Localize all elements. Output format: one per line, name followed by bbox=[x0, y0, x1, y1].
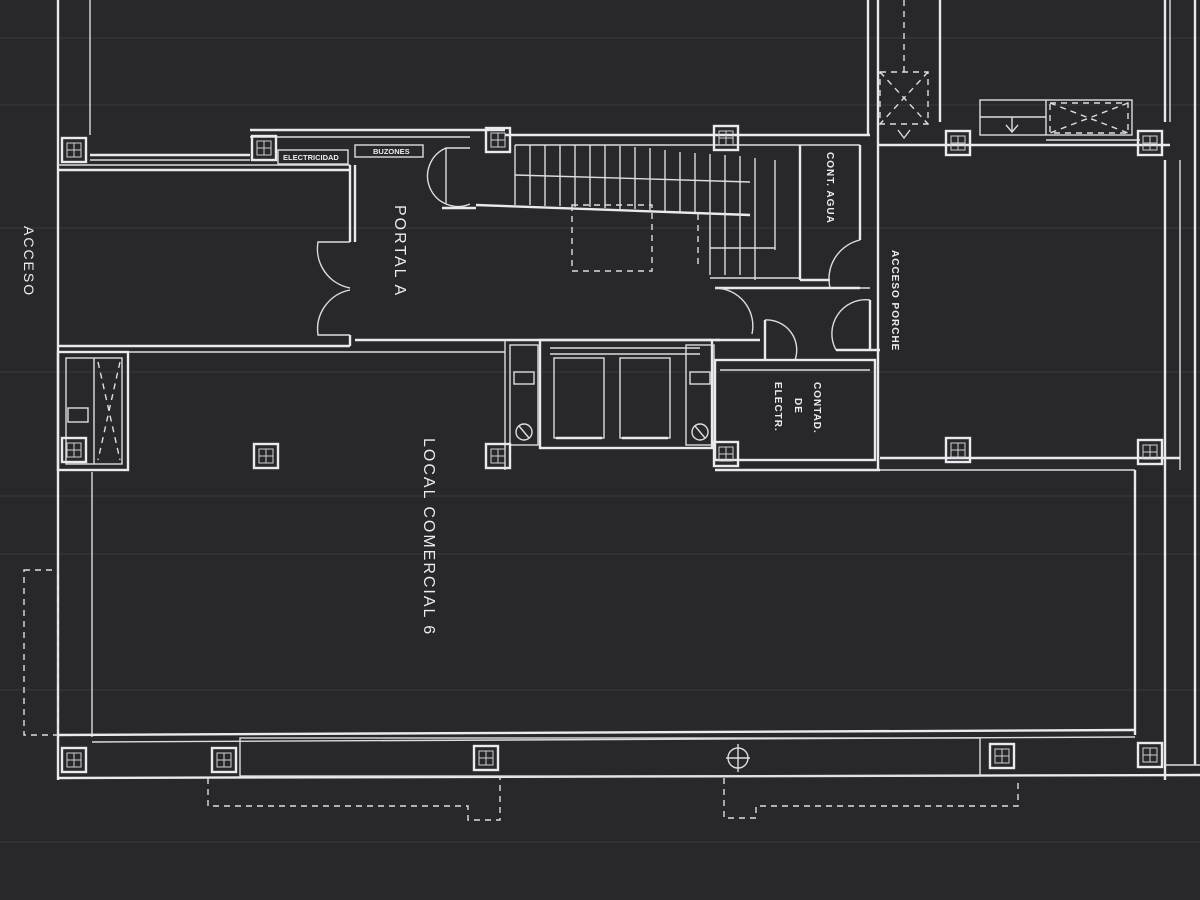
bottom-facade bbox=[57, 728, 1200, 821]
right-walls bbox=[866, 0, 1200, 780]
column-marker bbox=[944, 129, 972, 157]
column-marker bbox=[484, 126, 512, 154]
column-marker bbox=[60, 136, 88, 164]
column-marker bbox=[60, 436, 88, 464]
column-marker bbox=[712, 440, 740, 468]
cont-agua-room bbox=[798, 144, 870, 289]
contad-electr-room bbox=[713, 358, 880, 472]
column-marker bbox=[1136, 129, 1164, 157]
scan-lines bbox=[0, 37, 1200, 843]
elevator-block bbox=[509, 338, 715, 450]
label-electricidad: ELECTRICIDAD bbox=[283, 153, 339, 162]
left-shaft bbox=[56, 350, 130, 472]
label-portal: PORTAL A bbox=[391, 205, 408, 297]
column-marker bbox=[210, 746, 238, 774]
column-marker bbox=[250, 134, 278, 162]
staircase bbox=[475, 133, 870, 280]
column-marker bbox=[472, 744, 500, 772]
drain-symbol bbox=[726, 744, 750, 772]
column-marker bbox=[988, 742, 1016, 770]
label-contad-line2: DE bbox=[792, 398, 803, 414]
structural-columns bbox=[60, 124, 1164, 774]
upper-bay bbox=[58, 128, 505, 172]
label-cont-agua: CONT. AGUA bbox=[824, 152, 835, 224]
column-marker bbox=[1136, 741, 1164, 769]
vent-shafts bbox=[879, 0, 1133, 140]
label-acceso: ACCESO bbox=[21, 226, 37, 297]
column-marker bbox=[252, 442, 280, 470]
column-marker bbox=[944, 436, 972, 464]
column-marker bbox=[484, 442, 512, 470]
column-marker bbox=[712, 124, 740, 152]
label-buzones: BUZONES bbox=[373, 147, 410, 156]
column-marker bbox=[60, 746, 88, 774]
label-contad-line1: CONTAD. bbox=[811, 382, 822, 434]
portal-door bbox=[316, 147, 476, 336]
label-acceso-porche: ACCESO PORCHE bbox=[889, 250, 900, 351]
column-marker bbox=[1136, 438, 1164, 466]
lobby-lower bbox=[714, 286, 880, 361]
label-contad-line3: ELECTR. bbox=[772, 382, 783, 432]
label-local-comercial: LOCAL COMERCIAL 6 bbox=[420, 438, 437, 636]
